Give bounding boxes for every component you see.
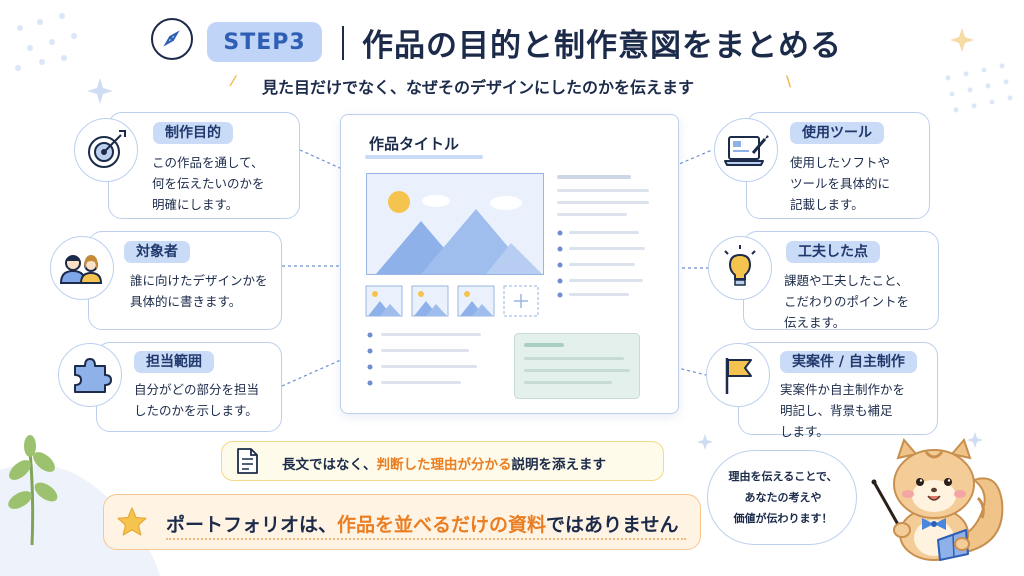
title-divider (342, 26, 344, 60)
laptop-icon (724, 135, 769, 166)
people-icon (59, 255, 103, 284)
target-icon (88, 130, 126, 168)
dot-pattern-left (15, 13, 77, 71)
label-project-type: 実案件 / 自主制作 (780, 351, 917, 373)
title-underline (365, 155, 483, 159)
sparkle-right (950, 28, 974, 52)
puzzle-icon (74, 358, 112, 393)
label-tools: 使用ツール (790, 122, 884, 144)
portfolio-document-mock: 作品タイトル (340, 114, 679, 414)
conclusion-text-post: ではありません (546, 514, 679, 536)
star-icon (117, 507, 147, 536)
desc-project-type: 実案件か自主制作かを 明記し、背景も補足 します。 (780, 382, 906, 439)
info-box-placeholder (514, 333, 640, 399)
icon-circle-scope (58, 343, 122, 407)
accent-mark-left: ⁄ (232, 74, 235, 90)
squirrel-mascot (871, 438, 1004, 561)
conclusion-underline (166, 538, 686, 540)
subtitle: 見た目だけでなく、なぜそのデザインにしたのかを伝えます (262, 78, 695, 97)
label-purpose: 制作目的 (153, 122, 233, 144)
note-text-highlight: 判断した理由が分かる (376, 457, 512, 473)
document-title: 作品タイトル (369, 135, 460, 153)
main-image-placeholder (366, 173, 544, 275)
text-lines-bottom (367, 332, 481, 386)
note-text-pre: 長文ではなく、 (282, 457, 377, 473)
desc-audience: 誰に向けたデザインかを 具体的に書きます。 (130, 273, 268, 309)
flag-icon (725, 358, 752, 394)
speech-bubble (707, 450, 857, 545)
step-badge: STEP3 (207, 22, 322, 62)
dot-pattern-right (945, 63, 1013, 113)
conclusion-text-pre: ポートフォリオは、 (166, 514, 338, 536)
sparkle-small (697, 434, 713, 450)
accent-mark-right: \ (786, 74, 792, 90)
text-lines-right (557, 175, 649, 298)
speech-bubble-text: 理由を伝えることで、 あなたの考えや 価値が伝わります！ (728, 470, 838, 525)
note-text: 長文ではなく、判断した理由が分かる説明を添えます (282, 453, 606, 473)
icon-circle-purpose (74, 118, 138, 182)
document-icon (237, 448, 258, 474)
desc-purpose: この作品を通して、 何を伝えたいのかを 明確にします。 (152, 155, 265, 212)
desc-ideas: 課題や工夫したこと、 こだわりのポイントを 伝えます。 (784, 273, 910, 330)
desc-scope: 自分がどの部分を担当 したのかを示します。 (134, 382, 260, 418)
label-scope: 担当範囲 (134, 351, 214, 373)
thumbnail-row (365, 285, 539, 317)
conclusion-text: ポートフォリオは、作品を並べるだけの資料ではありません (166, 510, 678, 537)
plant-illustration (8, 435, 58, 546)
icon-circle-audience (50, 236, 114, 300)
sparkle-left (87, 78, 113, 104)
icon-circle-ideas (708, 236, 772, 300)
label-audience: 対象者 (124, 241, 190, 263)
desc-tools: 使用したソフトや ツールを具体的に 記載します。 (790, 155, 891, 212)
sparkle-small-2 (967, 432, 983, 448)
conclusion-bar (103, 494, 701, 550)
lightbulb-icon (724, 245, 756, 286)
note-bar (221, 441, 664, 481)
icon-circle-project-type (706, 343, 770, 407)
note-text-post: 説明を添えます (511, 457, 607, 473)
compass-icon (151, 18, 193, 60)
label-ideas: 工夫した点 (786, 241, 880, 263)
icon-circle-tools (714, 118, 778, 182)
conclusion-text-highlight: 作品を並べるだけの資料 (337, 514, 547, 536)
page-title: 作品の目的と制作意図をまとめる (362, 28, 842, 64)
